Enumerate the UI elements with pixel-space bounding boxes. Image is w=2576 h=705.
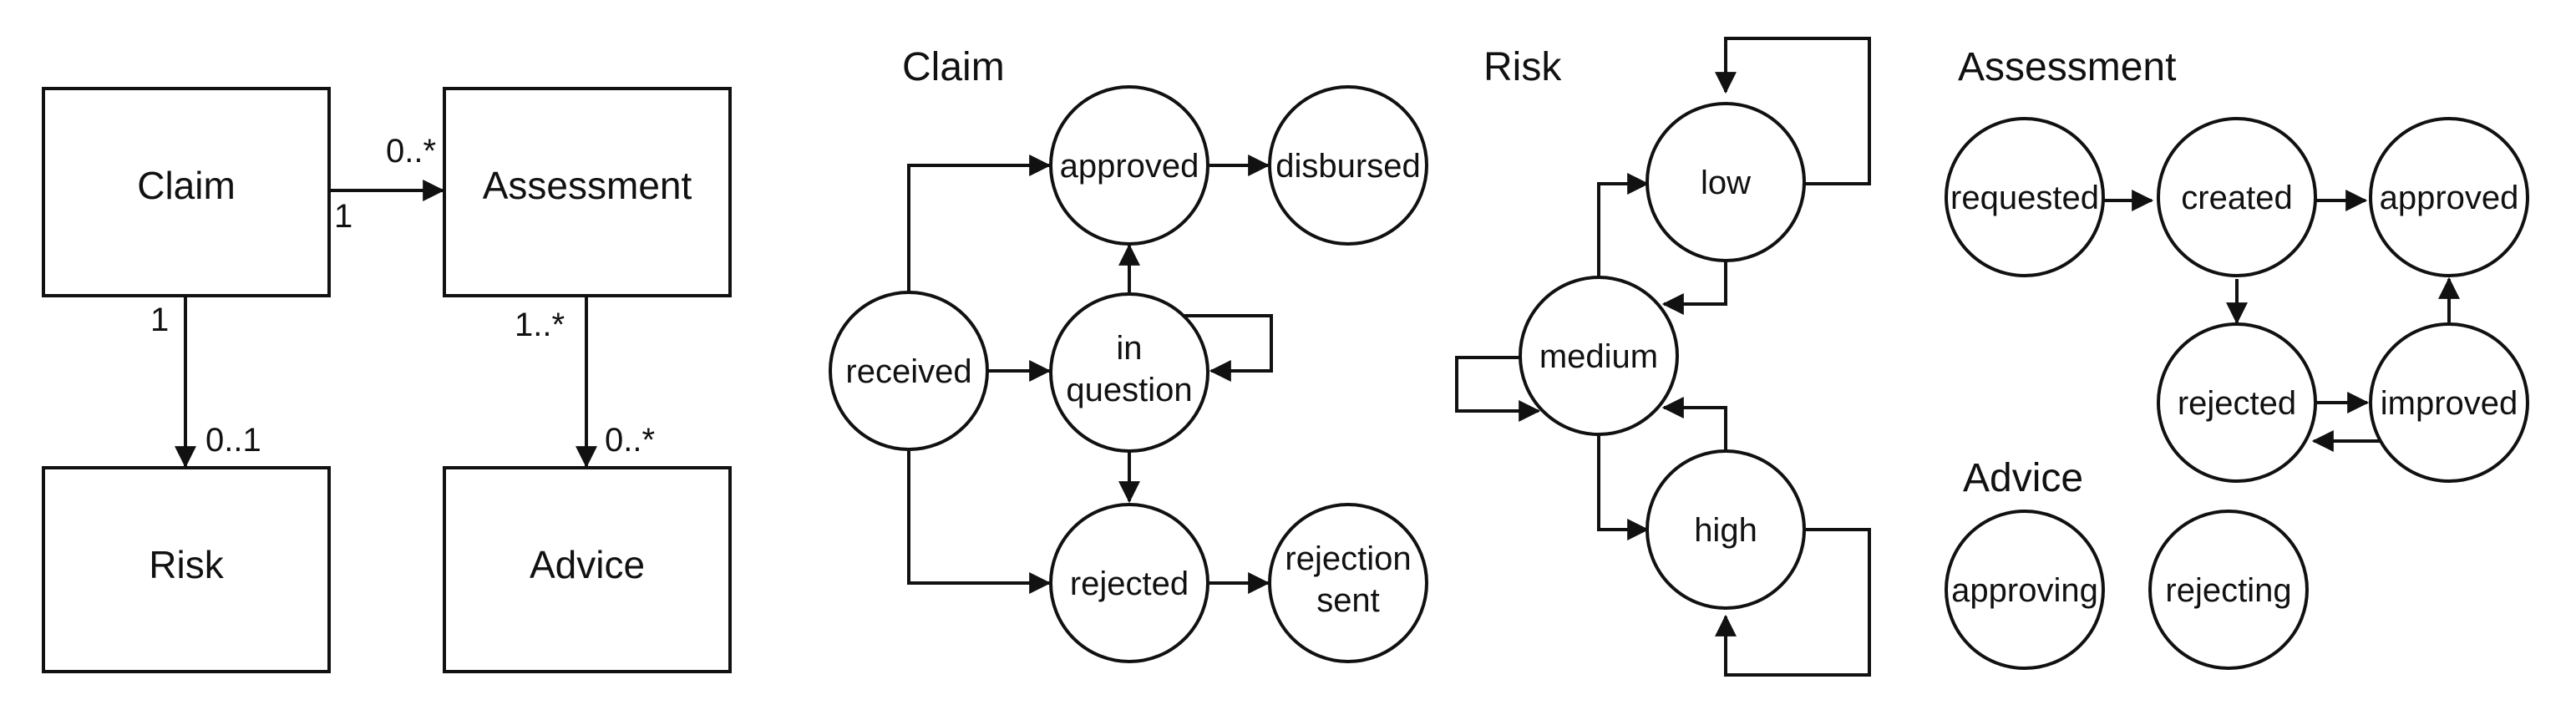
edge-received-rejected <box>907 451 1052 594</box>
state-label: rejecting <box>2165 572 2291 609</box>
state-label: rejection <box>1285 540 1411 577</box>
section-title-advice: Advice <box>1963 456 2083 500</box>
class-label-assessment: Assessment <box>483 164 692 207</box>
class-box-risk[interactable] <box>42 466 331 673</box>
multiplicity-label: 1..* <box>515 307 565 343</box>
state-rejected[interactable] <box>2157 322 2317 483</box>
multiplicity-label: 0..1 <box>205 422 261 459</box>
state-medium[interactable] <box>1519 276 1679 436</box>
state-label: rejected <box>1070 566 1189 602</box>
state-rejected[interactable] <box>1049 503 1209 663</box>
state-received[interactable] <box>829 291 989 451</box>
state-approved[interactable] <box>2369 117 2529 277</box>
class-box-assessment[interactable] <box>443 87 732 297</box>
state-label: high <box>1694 512 1757 549</box>
state-label: disbursed <box>1275 148 1420 185</box>
multiplicity-label: 0..* <box>386 133 436 170</box>
class-label-advice: Advice <box>530 543 645 586</box>
state-label: question <box>1066 372 1192 408</box>
class-box-claim[interactable] <box>42 87 331 297</box>
class-label-claim: Claim <box>137 164 236 207</box>
state-label: approved <box>2380 180 2519 216</box>
advice-state-machine: Advice approving rejecting <box>1945 456 2309 670</box>
edge-medium-low <box>1597 173 1650 279</box>
multiplicity-label: 1 <box>150 302 169 338</box>
state-label: improved <box>2381 385 2518 422</box>
class-box-advice[interactable] <box>443 466 732 673</box>
edge-low-self <box>1715 37 1871 185</box>
edge-received-approved <box>907 155 1052 294</box>
state-label: approved <box>1060 148 1199 185</box>
state-label: approving <box>1951 572 2098 609</box>
class-label-risk: Risk <box>149 543 224 586</box>
state-requested[interactable] <box>1945 117 2105 277</box>
state-rejection-sent[interactable] <box>1268 503 1428 663</box>
state-label: low <box>1701 165 1751 201</box>
state-improved[interactable] <box>2369 322 2529 483</box>
state-label: sent <box>1316 582 1380 619</box>
state-disbursed[interactable] <box>1268 85 1428 246</box>
edge-medium-high <box>1597 434 1650 540</box>
state-low[interactable] <box>1645 102 1806 262</box>
section-title-assessment: Assessment <box>1958 45 2176 89</box>
multiplicity-label: 1 <box>334 198 352 235</box>
state-label: requested <box>1950 180 2099 216</box>
multiplicity-label: 0..* <box>605 422 655 459</box>
class-diagram: Claim Assessment Risk Advice 0..* 1 1 0.… <box>42 87 732 673</box>
state-approved[interactable] <box>1049 85 1209 246</box>
edge-high-medium <box>1661 397 1727 451</box>
state-label: created <box>2181 180 2292 216</box>
section-title-risk: Risk <box>1483 45 1562 89</box>
risk-state-machine: Risk low medium high <box>1455 37 1871 677</box>
state-label: in <box>1116 330 1142 367</box>
assessment-state-machine: Assessment requested created approved re… <box>1945 45 2529 483</box>
edge-high-self <box>1715 528 1871 677</box>
edge-low-medium <box>1661 261 1727 315</box>
claim-state-machine: Claim received approved disbursed in que… <box>829 45 1428 663</box>
section-title-claim: Claim <box>902 45 1005 89</box>
state-high[interactable] <box>1645 449 1806 610</box>
edge-inquestion-self <box>1184 314 1273 382</box>
state-rejecting[interactable] <box>2148 510 2309 670</box>
state-approving[interactable] <box>1945 510 2105 670</box>
edge-medium-self <box>1455 356 1541 422</box>
state-label: medium <box>1539 338 1658 375</box>
state-created[interactable] <box>2157 117 2317 277</box>
state-label: rejected <box>2178 385 2296 422</box>
state-label: received <box>845 353 971 390</box>
state-in-question[interactable] <box>1049 292 1209 453</box>
